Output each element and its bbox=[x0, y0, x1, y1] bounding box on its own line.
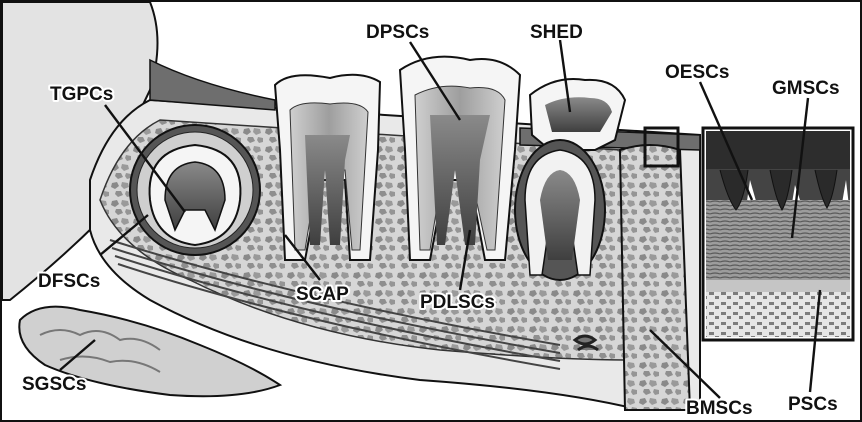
label-dfscs: DFSCs bbox=[38, 271, 100, 292]
label-oescs: OESCs bbox=[665, 62, 729, 83]
label-tgpcs: TGPCs bbox=[50, 84, 113, 105]
label-shed: SHED bbox=[530, 22, 583, 43]
label-pscs: PSCs bbox=[788, 394, 838, 415]
label-bmscs: BMSCs bbox=[686, 398, 753, 419]
label-sgscs: SGSCs bbox=[22, 374, 86, 395]
gingiva-inset bbox=[703, 128, 853, 340]
label-gmscs: GMSCs bbox=[772, 78, 840, 99]
label-scap: SCAP bbox=[296, 284, 349, 305]
label-dpscs: DPSCs bbox=[366, 22, 429, 43]
label-pdlscs: PDLSCs bbox=[420, 292, 495, 313]
developing-tooth bbox=[130, 125, 260, 255]
